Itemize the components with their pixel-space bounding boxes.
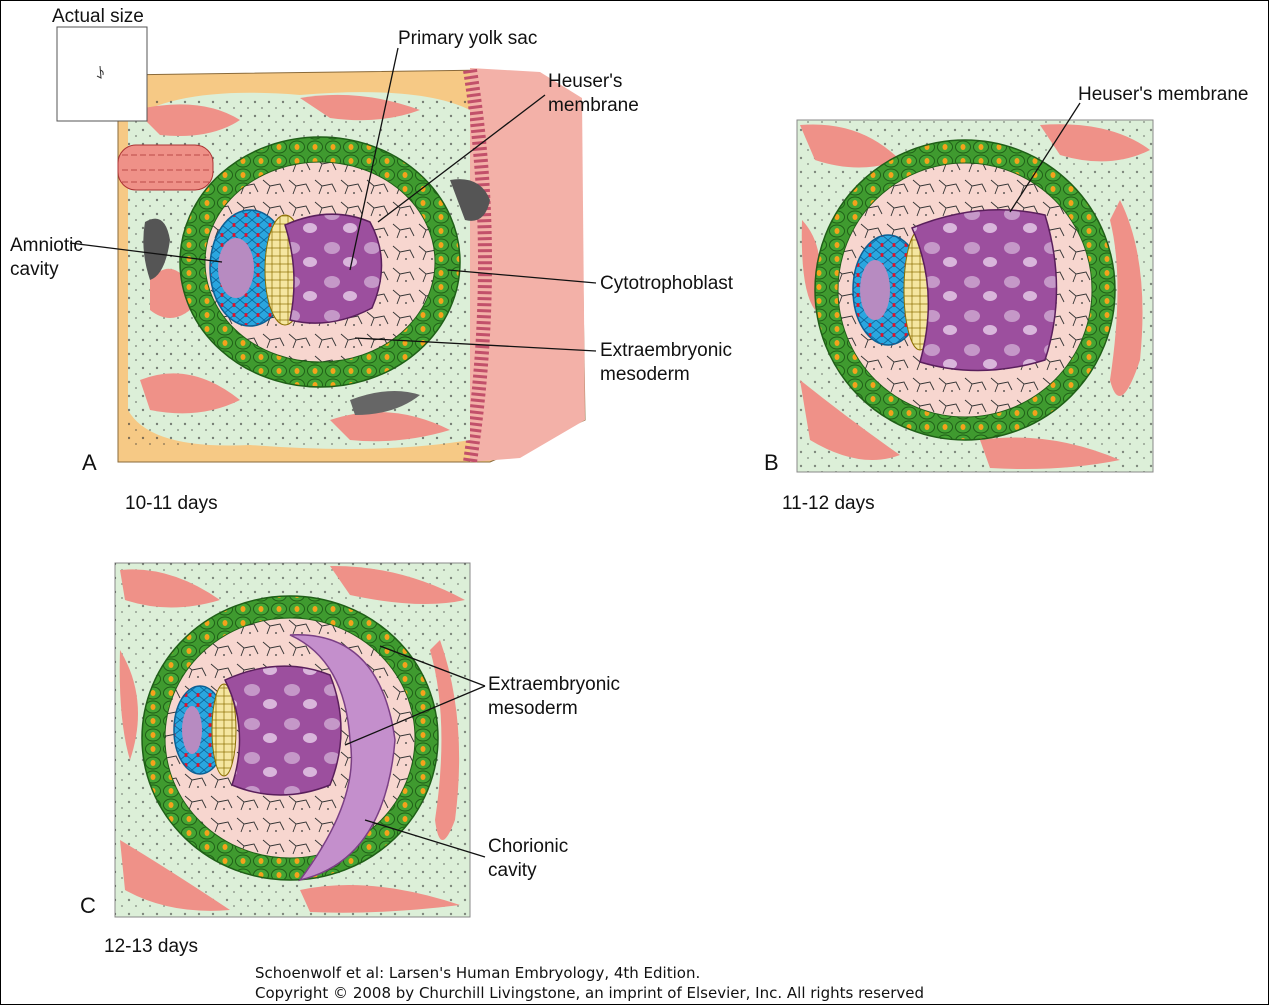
actual-size-label: Actual size xyxy=(52,5,144,29)
amniotic-cavity-label: Amniotic cavity xyxy=(10,234,83,282)
panel-a-days: 10-11 days xyxy=(125,493,218,515)
panel-c-days: 12-13 days xyxy=(104,936,198,958)
primary-yolk-sac-label: Primary yolk sac xyxy=(398,27,537,51)
credit-line-1: Schoenwolf et al: Larsen's Human Embryol… xyxy=(255,963,700,983)
chorionic-cavity-label: Chorionic cavity xyxy=(488,835,568,883)
panel-b-illustration xyxy=(797,120,1153,472)
panel-c-illustration xyxy=(115,563,470,917)
heusers-membrane-label-b: Heuser's membrane xyxy=(1078,83,1248,107)
panel-a-illustration xyxy=(57,27,585,462)
panel-letter-b: B xyxy=(764,450,779,476)
credit-line-2: Copyright © 2008 by Churchill Livingston… xyxy=(255,983,924,1003)
heusers-membrane-label-a: Heuser's membrane xyxy=(548,70,639,118)
panel-letter-a: A xyxy=(82,450,97,476)
panel-letter-c: C xyxy=(80,893,96,919)
cytotrophoblast-label: Cytotrophoblast xyxy=(600,272,733,296)
panel-b-days: 11-12 days xyxy=(782,493,875,515)
extraembryonic-mesoderm-label-a: Extraembryonic mesoderm xyxy=(600,339,732,387)
extraembryonic-mesoderm-label-c: Extraembryonic mesoderm xyxy=(488,673,620,721)
